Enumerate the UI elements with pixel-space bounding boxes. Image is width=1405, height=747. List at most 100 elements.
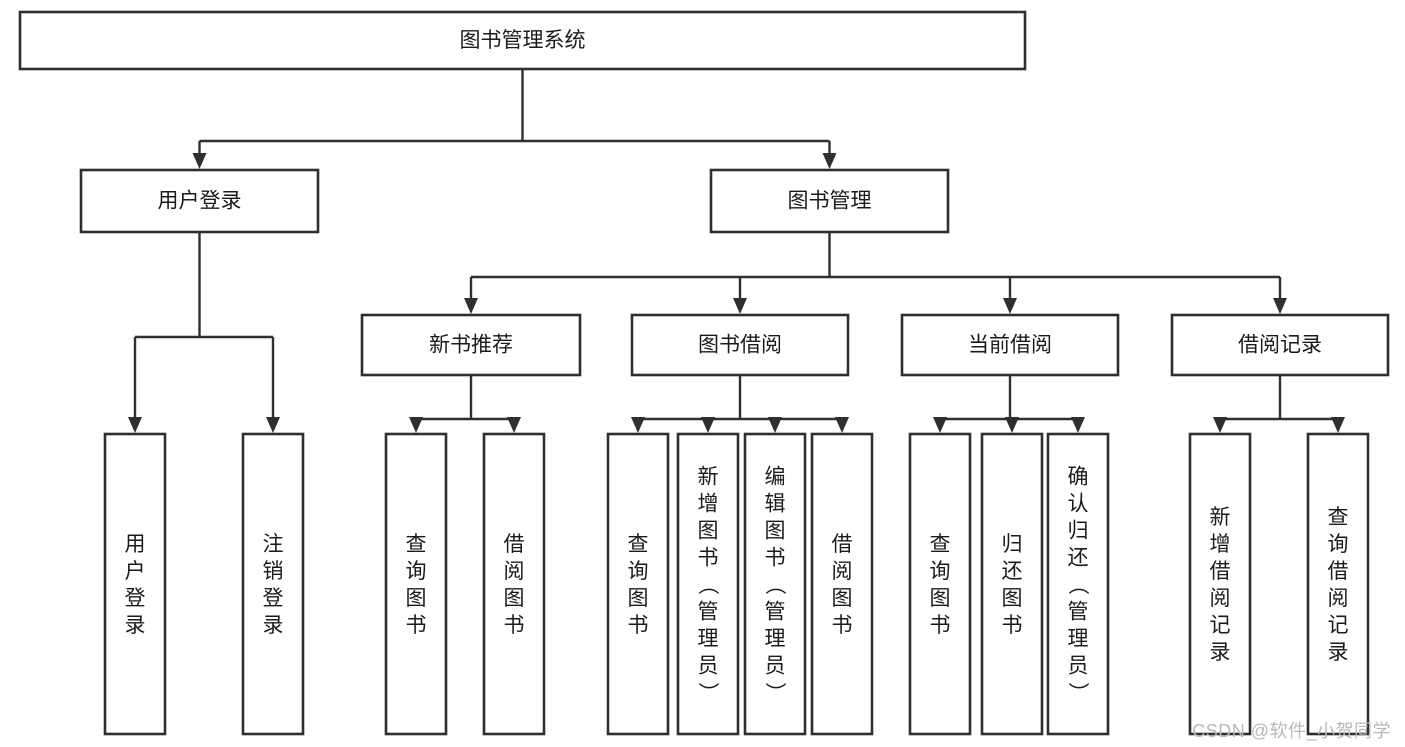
node-book-manage[interactable]: 图书管理 (709, 168, 950, 234)
node-box-leaf-user-logout (241, 432, 305, 736)
node-new-book-rec[interactable]: 新书推荐 (360, 313, 582, 377)
connector-layer (128, 69, 1345, 433)
node-label-char-leaf-user-logout: 登 (263, 587, 284, 610)
node-label-char-leaf-user-login: 用 (125, 533, 146, 556)
node-label-char-cb-confirm-return: 归 (1068, 520, 1089, 543)
node-box-bb-edit-book (743, 432, 807, 736)
node-root[interactable]: 图书管理系统 (18, 10, 1027, 71)
node-label-char-bb-edit-book: 图 (765, 520, 786, 543)
arrow-head-cb-confirm-return (1071, 417, 1085, 433)
arrow-head-leaf-user-login (128, 417, 142, 433)
arrow-head-cb-return-book (1005, 417, 1019, 433)
node-box-borrow-record (1170, 313, 1390, 377)
node-label-borrow-record: 借阅记录 (1238, 334, 1322, 357)
node-label-char-bb-add-book: 员 (698, 655, 719, 678)
node-label-char-leaf-user-logout: 注 (263, 533, 284, 556)
node-label-char-leaf-user-login: 录 (125, 614, 146, 637)
node-label-char-br-add-record: 阅 (1210, 587, 1231, 610)
node-label-char-bb-add-book: （ (696, 574, 719, 595)
node-label-char-bb-query-book: 查 (628, 533, 649, 556)
node-box-book-borrow (630, 313, 850, 377)
node-label-char-br-query-record: 记 (1328, 614, 1349, 637)
node-label-char-cb-return-book: 图 (1002, 587, 1023, 610)
node-label-char-nbr-query-book: 询 (406, 560, 427, 583)
node-label-char-cb-confirm-return: 管 (1068, 601, 1089, 624)
node-label-char-br-query-record: 阅 (1328, 587, 1349, 610)
node-box-book-manage (709, 168, 950, 234)
node-label-char-cb-confirm-return: 确 (1068, 466, 1089, 489)
node-box-cb-return-book (980, 432, 1044, 736)
node-box-current-borrow (900, 313, 1120, 377)
node-leaf-user-login[interactable]: 用户登录 (103, 432, 167, 736)
arrow-head-current-borrow (1003, 298, 1017, 314)
node-label-current-borrow: 当前借阅 (968, 334, 1052, 357)
node-label-new-book-rec: 新书推荐 (429, 334, 513, 357)
arrow-head-user-login (192, 153, 207, 169)
node-label-char-cb-confirm-return: （ (1066, 574, 1089, 595)
node-box-nbr-query-book (384, 432, 448, 736)
arrow-head-bb-borrow-book (835, 417, 849, 433)
node-label-char-cb-return-book: 书 (1002, 614, 1023, 637)
node-label-char-cb-query-book: 询 (930, 560, 951, 583)
node-label-user-login: 用户登录 (158, 190, 242, 213)
node-label-char-bb-add-book: 增 (698, 493, 719, 516)
node-label-char-bb-add-book: 书 (698, 547, 719, 570)
node-label-book-borrow: 图书借阅 (698, 334, 782, 357)
node-label-char-leaf-user-login: 登 (125, 587, 146, 610)
node-label-char-bb-query-book: 书 (628, 614, 649, 637)
node-label-char-bb-add-book: 图 (698, 520, 719, 543)
node-label-char-bb-add-book: ） (696, 682, 719, 703)
node-label-char-nbr-borrow-book: 阅 (504, 560, 525, 583)
node-label-char-br-add-record: 借 (1210, 560, 1231, 583)
node-box-bb-add-book (676, 432, 740, 736)
node-label-char-cb-query-book: 图 (930, 587, 951, 610)
arrow-head-bb-query-book (631, 417, 645, 433)
node-label-char-cb-return-book: 还 (1002, 560, 1023, 583)
node-box-cb-query-book (908, 432, 972, 736)
node-box-new-book-rec (360, 313, 582, 377)
node-label-char-bb-add-book: 新 (698, 466, 719, 489)
node-label-char-bb-add-book: 理 (698, 628, 719, 651)
node-box-br-query-record (1306, 432, 1370, 736)
node-label-char-cb-return-book: 归 (1002, 533, 1023, 556)
node-label-char-bb-edit-book: ） (763, 682, 786, 703)
node-label-char-nbr-query-book: 书 (406, 614, 427, 637)
node-label-char-nbr-borrow-book: 借 (504, 533, 525, 556)
node-current-borrow[interactable]: 当前借阅 (900, 313, 1120, 377)
node-user-login[interactable]: 用户登录 (79, 168, 320, 234)
arrow-head-borrow-record (1273, 298, 1287, 314)
node-label-char-br-add-record: 录 (1210, 641, 1231, 664)
node-label-char-br-query-record: 借 (1328, 560, 1349, 583)
node-label-char-leaf-user-logout: 销 (263, 560, 284, 583)
node-borrow-record[interactable]: 借阅记录 (1170, 313, 1390, 377)
node-label-char-leaf-user-logout: 录 (263, 614, 284, 637)
node-label-root: 图书管理系统 (460, 29, 586, 52)
node-book-borrow[interactable]: 图书借阅 (630, 313, 850, 377)
node-label-char-br-add-record: 新 (1210, 506, 1231, 529)
node-label-char-bb-query-book: 图 (628, 587, 649, 610)
arrow-head-leaf-user-logout (266, 417, 280, 433)
node-label-char-bb-borrow-book: 借 (832, 533, 853, 556)
node-label-char-nbr-query-book: 查 (406, 533, 427, 556)
node-box-bb-query-book (606, 432, 670, 736)
node-label-char-cb-query-book: 书 (930, 614, 951, 637)
node-label-char-br-query-record: 录 (1328, 641, 1349, 664)
arrow-head-bb-edit-book (768, 417, 782, 433)
node-label-char-cb-confirm-return: 员 (1068, 655, 1089, 678)
node-label-char-cb-confirm-return: ） (1066, 682, 1089, 703)
node-label-char-bb-borrow-book: 阅 (832, 560, 853, 583)
arrow-head-bb-add-book (701, 417, 715, 433)
